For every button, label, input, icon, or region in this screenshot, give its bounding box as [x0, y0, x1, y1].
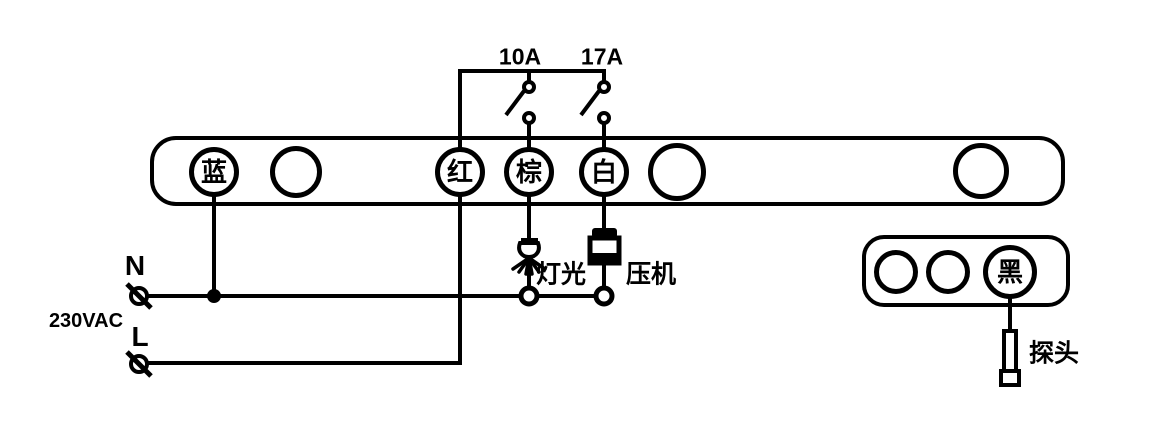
compressor-icon — [587, 228, 622, 266]
terminal-strip — [150, 136, 1065, 206]
compressor-node-icon — [593, 285, 615, 307]
terminal-black: 黑 — [983, 245, 1037, 299]
terminal-brown: 棕 — [504, 147, 554, 197]
terminal-red: 红 — [435, 147, 485, 197]
sensor-terminal-block — [862, 235, 1070, 307]
junction-dot — [207, 289, 221, 303]
live-terminal-icon — [125, 350, 153, 378]
compressor-label: 压机 — [625, 260, 677, 289]
red-live-wire — [148, 172, 462, 365]
voltage-label: 230VAC — [48, 310, 124, 332]
sensor-terminal-1 — [874, 250, 918, 294]
light-label: 灯光 — [535, 260, 587, 289]
live-label: L — [131, 321, 149, 352]
neutral-label: N — [124, 250, 146, 281]
fuse-bus-wire — [458, 69, 606, 172]
terminal-white: 白 — [579, 147, 629, 197]
neutral-terminal-icon — [125, 282, 153, 310]
terminal-empty-3 — [953, 143, 1009, 199]
probe-label: 探头 — [1028, 339, 1080, 368]
terminal-empty-1 — [270, 146, 322, 198]
terminal-empty-2 — [648, 143, 706, 201]
probe-icon — [999, 329, 1021, 387]
light-node-icon — [518, 285, 540, 307]
lamp-icon — [511, 238, 547, 276]
sensor-terminal-2 — [926, 250, 970, 294]
fuse-label-17a: 17A — [580, 43, 624, 70]
fuse-label-10a: 10A — [498, 43, 542, 70]
terminal-blue: 蓝 — [189, 147, 239, 197]
